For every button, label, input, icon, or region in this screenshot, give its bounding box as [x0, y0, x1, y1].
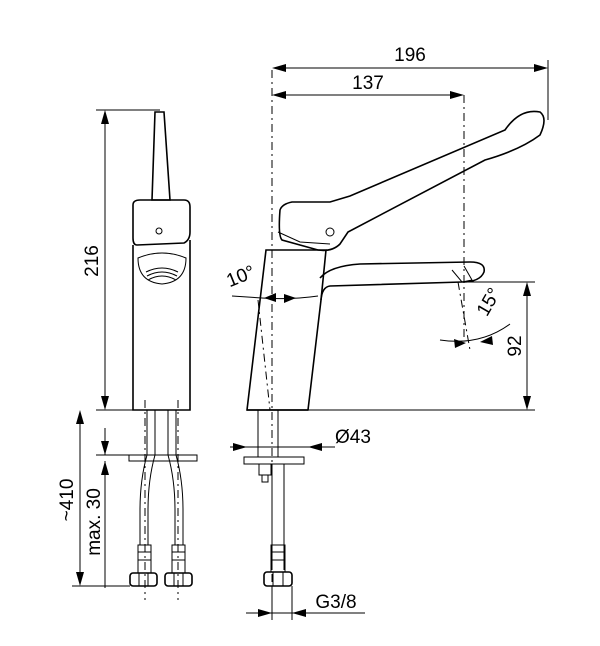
dim-spout-height-label: 92 [505, 335, 526, 356]
front-body [132, 199, 191, 246]
dim-lever-angle: 10° [224, 262, 319, 303]
dim-total-reach: 196 [272, 45, 549, 120]
front-mounting-plate [128, 454, 198, 462]
side-mounting-plate [243, 456, 305, 465]
dim-max-thickness-label: max. 30 [84, 488, 105, 556]
dim-connection: G3/8 [246, 586, 365, 620]
side-hose-nut [263, 571, 293, 587]
dim-lever-angle-label: 10° [224, 262, 259, 292]
dim-hose-length-label: ~410 [57, 479, 78, 522]
side-spout [319, 261, 486, 301]
dim-spout-angle: 15° [439, 285, 511, 348]
dim-connection-label: G3/8 [315, 592, 356, 613]
dim-total-reach-label: 196 [394, 45, 426, 66]
side-lever [278, 110, 545, 252]
front-lever [151, 111, 171, 201]
dim-spout-height: 92 [308, 281, 535, 411]
dim-body-height-label: 216 [82, 245, 103, 277]
dim-base-diameter-label: Ø43 [335, 427, 371, 448]
dim-spout-angle-label: 15° [473, 285, 506, 320]
dim-base-diameter: Ø43 [230, 427, 371, 451]
dim-spout-reach-label: 137 [352, 73, 384, 94]
front-screw [155, 227, 163, 235]
side-column [246, 249, 327, 411]
front-view [128, 111, 198, 600]
dim-hose-length: ~410 [57, 410, 130, 587]
front-column [132, 240, 191, 411]
dim-max-thickness: max. 30 [84, 428, 130, 588]
dim-body-height: 216 [82, 109, 160, 411]
front-aerator [137, 252, 187, 285]
dim-spout-reach: 137 [272, 73, 464, 99]
side-view [243, 70, 545, 610]
hose-nut-left [129, 572, 158, 587]
